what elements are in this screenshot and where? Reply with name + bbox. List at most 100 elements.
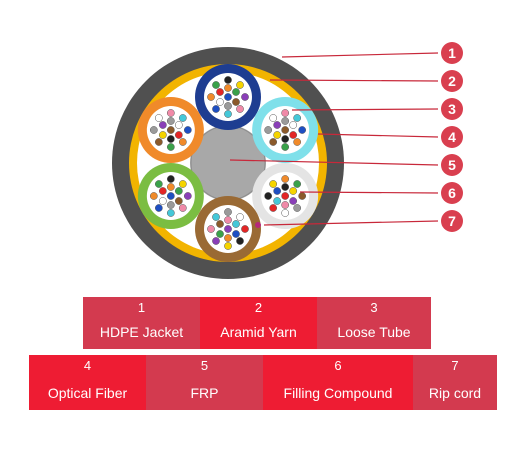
optical-fiber: [174, 197, 183, 205]
optical-fiber: [224, 208, 232, 216]
optical-fiber: [178, 180, 187, 188]
optical-fiber: [158, 131, 167, 139]
optical-fiber: [293, 114, 302, 122]
optical-fiber: [166, 183, 175, 191]
badge-circle: [441, 154, 463, 176]
optical-fiber: [166, 135, 175, 143]
badge-number: 1: [448, 45, 456, 61]
leader-line-5: [229, 159, 439, 166]
optical-fiber: [149, 126, 158, 134]
legend-number: 6: [334, 358, 342, 373]
optical-fiber: [281, 209, 290, 217]
optical-fiber: [154, 180, 163, 188]
optical-fiber: [224, 102, 232, 110]
cable-cross-section: [112, 47, 344, 279]
optical-fiber: [224, 84, 232, 92]
leader-line-1: [281, 52, 439, 58]
leader-line-2: [269, 79, 439, 82]
optical-fiber: [273, 131, 282, 139]
optical-fiber: [236, 213, 244, 221]
legend-label: Aramid Yarn: [220, 324, 297, 340]
optical-fiber: [216, 220, 224, 228]
optical-fiber: [178, 138, 187, 146]
optical-fiber: [224, 225, 232, 233]
optical-fiber: [166, 143, 175, 151]
optical-fiber: [224, 234, 232, 242]
optical-fiber: [269, 138, 278, 146]
frp-strength-member: [190, 125, 266, 201]
optical-fiber: [281, 175, 290, 183]
optical-fiber: [236, 237, 244, 245]
cable-cross-section-diagram: 1 2 3 4 5 6 7: [112, 42, 463, 279]
leader-line-4: [317, 133, 439, 138]
callout-badge-7: 7: [441, 210, 463, 232]
legend-label: Filling Compound: [283, 385, 393, 401]
optical-fiber: [212, 81, 220, 89]
optical-fiber: [224, 242, 232, 250]
optical-fiber: [281, 135, 290, 143]
optical-fiber: [293, 138, 302, 146]
optical-fiber: [224, 110, 232, 118]
optical-fiber: [149, 192, 158, 200]
optical-fiber: [281, 143, 290, 151]
loose-tube-orange: [137, 97, 204, 163]
legend-label: HDPE Jacket: [99, 324, 184, 340]
optical-fiber: [158, 187, 167, 195]
callout-leaders: [229, 52, 439, 226]
optical-fiber: [289, 197, 298, 205]
optical-fiber: [154, 204, 163, 212]
badge-number: 6: [448, 185, 456, 201]
legend-cell-frp: 5 FRP: [146, 355, 263, 410]
optical-fiber: [281, 183, 290, 191]
callout-badges: 1 2 3 4 5 6 7: [441, 42, 463, 232]
badge-number: 3: [448, 101, 456, 117]
legend-number: 5: [200, 358, 209, 373]
optical-fiber: [158, 197, 167, 205]
legend-number: 1: [137, 300, 146, 315]
optical-fiber: [293, 204, 302, 212]
optical-fiber: [154, 138, 163, 146]
badge-circle: [441, 70, 463, 92]
loose-tube-brown: [195, 196, 261, 262]
optical-fiber: [178, 114, 187, 122]
optical-fiber: [273, 121, 282, 129]
optical-fiber: [273, 197, 282, 205]
legend-cell-loose-tube: 3 Loose Tube: [317, 297, 431, 349]
legend-cell-optical-fiber: 4 Optical Fiber: [29, 355, 146, 410]
badge-number: 4: [448, 129, 456, 145]
optical-fiber: [216, 230, 224, 238]
loose-tube-white: [252, 163, 319, 229]
optical-fiber: [174, 187, 183, 195]
optical-fiber: [178, 204, 187, 212]
optical-fiber: [166, 175, 175, 183]
optical-fiber: [298, 192, 307, 200]
badge-number: 5: [448, 157, 456, 173]
legend-cell-aramid-yarn: 2 Aramid Yarn: [200, 297, 317, 349]
badge-number: 2: [448, 73, 456, 89]
optical-fiber: [224, 216, 232, 224]
optical-fiber: [207, 225, 215, 233]
optical-fiber: [232, 220, 240, 228]
optical-fiber: [281, 126, 290, 134]
legend-number: 2: [254, 300, 263, 315]
optical-fiber: [241, 93, 249, 101]
callout-badge-5: 5: [441, 154, 463, 176]
optical-fiber: [298, 126, 307, 134]
optical-fiber: [207, 93, 215, 101]
callout-badge-4: 4: [441, 126, 463, 148]
optical-fiber: [232, 88, 240, 96]
legend-number: 3: [370, 300, 378, 315]
optical-fiber: [236, 105, 244, 113]
optical-fiber: [216, 88, 224, 96]
optical-fiber: [281, 201, 290, 209]
optical-fiber: [264, 126, 273, 134]
optical-fiber: [241, 225, 249, 233]
optical-fiber: [264, 192, 273, 200]
loose-tube-green: [137, 163, 204, 229]
badge-number: 7: [448, 213, 456, 229]
callout-badge-2: 2: [441, 70, 463, 92]
leader-line-7: [263, 220, 439, 226]
callout-badge-6: 6: [441, 182, 463, 204]
optical-fiber: [212, 105, 220, 113]
loose-tube-cyan: [252, 97, 319, 163]
